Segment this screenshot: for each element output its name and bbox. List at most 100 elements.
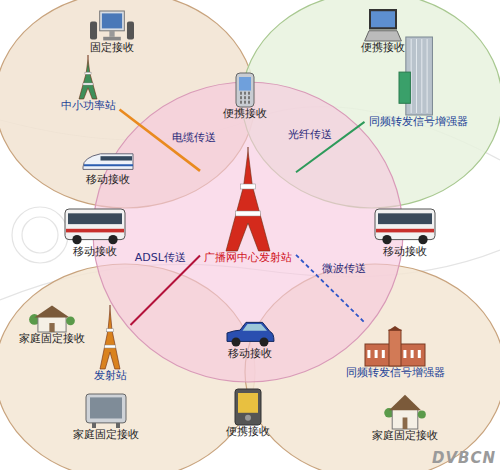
building-stripe — [421, 39, 422, 113]
node-label: 固定接收 — [90, 41, 134, 54]
node-icon — [86, 394, 126, 428]
tree-symbol — [418, 411, 426, 419]
phone-key — [244, 92, 246, 95]
tree-symbol — [66, 316, 75, 325]
node-icon — [30, 304, 74, 332]
palace-window — [367, 350, 370, 358]
node-label: 发射站 — [94, 369, 127, 382]
palace-window — [375, 350, 378, 358]
bus-body — [65, 209, 125, 240]
node-label: 家庭固定接收 — [372, 429, 438, 442]
tower-symbol — [226, 151, 270, 251]
node-icon — [375, 209, 435, 245]
receiver-node: 移动接收 — [223, 318, 277, 361]
monitor-screen — [102, 13, 122, 28]
node-icon — [399, 37, 437, 115]
receiver-node: 移动接收 — [63, 208, 127, 259]
phone-key — [240, 96, 242, 99]
tower-symbol — [100, 309, 120, 369]
node-icon — [65, 209, 125, 245]
speaker-symbol — [127, 22, 134, 40]
tower-antenna — [88, 55, 89, 59]
node-label: 移动接收 — [73, 245, 117, 258]
car-window — [243, 324, 268, 331]
station-node: 同频转发信号增强器 — [344, 325, 447, 380]
tv-foot — [92, 423, 96, 428]
node-icon — [100, 309, 120, 369]
station-node: 同频转发信号增强器 — [367, 36, 470, 129]
edge-label: ADSL传送 — [135, 251, 186, 264]
house-wall — [38, 317, 66, 332]
bus-windows — [378, 213, 432, 224]
bus-stripe — [376, 229, 434, 233]
phone-key — [244, 101, 246, 104]
edge-label: 光纤传送 — [288, 128, 332, 141]
laptop-screen — [371, 11, 395, 27]
station-node: 中小功率站 — [59, 58, 118, 113]
house-roof — [389, 395, 421, 410]
node-label: 移动接收 — [86, 173, 130, 186]
bus-windows — [68, 213, 122, 224]
node-label: 中小功率站 — [61, 99, 116, 112]
laptop-base — [365, 31, 402, 41]
laptop-lid — [369, 9, 397, 29]
node-icon — [235, 73, 255, 107]
wheel-symbol — [382, 235, 391, 244]
monitor-stand — [109, 31, 114, 37]
tv-foot — [116, 423, 120, 428]
wheel-symbol — [260, 337, 269, 346]
node-label: 同频转发信号增强器 — [369, 115, 468, 128]
receiver-node: 移动接收 — [81, 148, 135, 187]
device-body — [235, 389, 261, 425]
connector-line — [131, 256, 201, 326]
receiver-node: 家庭固定接收 — [370, 392, 440, 443]
node-icon — [385, 393, 425, 429]
device-screen — [238, 393, 258, 413]
phone-key — [240, 101, 242, 104]
house-door — [403, 417, 408, 429]
palace-window — [403, 350, 406, 358]
receiver-node: 便携接收 — [224, 388, 272, 439]
swirl-arc — [22, 217, 58, 253]
palace-window — [411, 350, 414, 358]
tower-platform — [83, 83, 93, 85]
building-panel — [399, 72, 410, 103]
speaker-symbol — [90, 22, 97, 40]
node-icon — [226, 151, 270, 251]
receiver-node: 移动接收 — [373, 208, 437, 259]
tower-platform — [241, 184, 256, 189]
wheel-symbol — [72, 235, 81, 244]
station-node: 发射站 — [92, 308, 129, 383]
monitor-frame — [100, 11, 125, 31]
edge-label: 电缆传送 — [172, 131, 216, 144]
phone-key — [240, 92, 242, 95]
palace-tower — [389, 330, 401, 366]
node-label: 便携接收 — [223, 107, 267, 120]
receiver-node: 固定接收 — [88, 10, 136, 55]
house-door — [49, 323, 54, 332]
receiver-node: 便携接收 — [359, 8, 407, 55]
connector-line — [296, 255, 365, 323]
tower-platform — [104, 345, 115, 348]
bus-stripe — [66, 229, 124, 233]
house-roof — [34, 305, 69, 317]
node-label: 广播网中心发射站 — [204, 251, 292, 264]
building-stripe — [427, 39, 428, 113]
node-icon — [83, 149, 133, 173]
tower-symbol — [79, 59, 97, 99]
tower-platform — [236, 211, 261, 216]
node-icon — [234, 389, 262, 425]
tv-frame — [86, 394, 126, 423]
wheel-symbol — [232, 337, 241, 346]
receiver-node: 家庭固定接收 — [17, 303, 87, 346]
node-icon — [365, 326, 425, 366]
watermark: DVBCN — [432, 450, 496, 467]
tower-antenna — [110, 305, 111, 309]
edge-label: 微波传送 — [322, 262, 366, 275]
phone-body — [236, 73, 254, 107]
monitor-base — [103, 37, 121, 41]
node-icon — [90, 11, 134, 41]
center-coverage-circle — [93, 82, 403, 382]
node-label: 移动接收 — [383, 245, 427, 258]
device-button — [245, 415, 251, 421]
